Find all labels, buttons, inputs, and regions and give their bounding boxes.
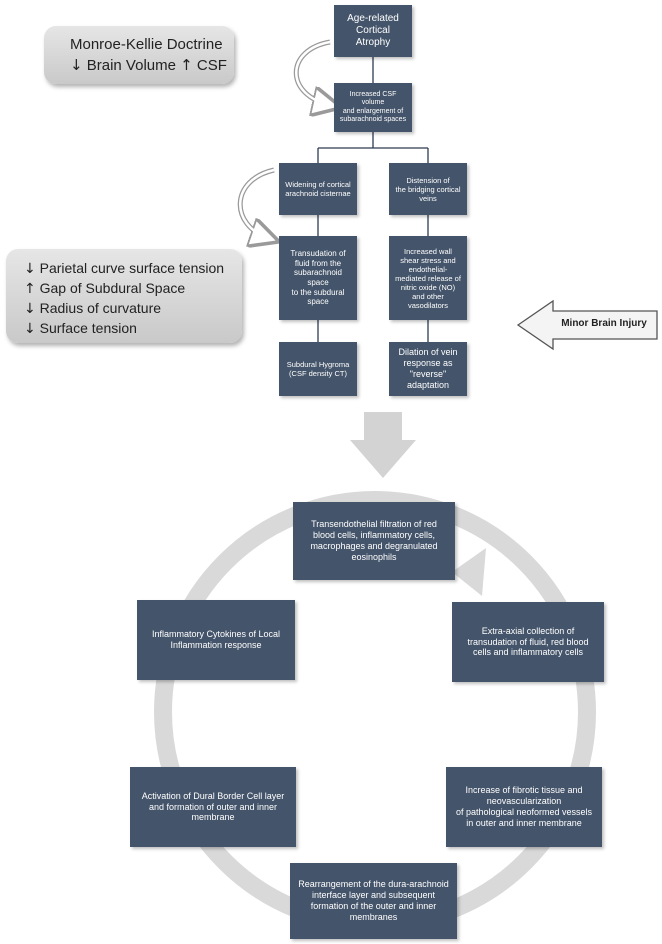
curved-arrow-upper bbox=[293, 39, 330, 105]
brain-volume-label: Brain Volume bbox=[86, 57, 176, 74]
tension-item: ↓ Radius of curvature bbox=[24, 300, 162, 317]
down-arrow-icon: ↓ bbox=[70, 56, 83, 74]
up-arrow-icon: ↑ bbox=[180, 56, 193, 74]
csf-label: CSF bbox=[196, 57, 227, 74]
down-arrow-icon: ↓ bbox=[24, 321, 36, 337]
box-csf-volume: Increased CSF volume and enlargement of … bbox=[334, 83, 412, 132]
box-subdural-hygroma: Subdural Hygroma (CSF density CT) bbox=[279, 342, 357, 396]
cycle-arrowhead bbox=[452, 548, 486, 596]
tension-item: ↓ Surface tension bbox=[24, 320, 137, 337]
up-arrow-icon: ↑ bbox=[24, 281, 36, 297]
flow-connectors bbox=[317, 57, 429, 342]
cycle-box-cytokines: Inflammatory Cytokines of Local Inflamma… bbox=[137, 600, 295, 680]
tension-item: ↓ Parietal curve surface tension bbox=[24, 260, 225, 277]
tension-item: ↑ Gap of Subdural Space bbox=[24, 280, 186, 297]
big-down-arrow bbox=[350, 412, 416, 478]
tension-list: ↓ Parietal curve surface tension ↑ Gap o… bbox=[24, 259, 224, 339]
box-distension-veins: Distension of the bridging cortical vein… bbox=[389, 163, 467, 215]
cycle-box-extra-axial: Extra-axial collection of transudation o… bbox=[452, 602, 604, 682]
box-vein-dilation: Dilation of vein response as "reverse" a… bbox=[389, 342, 467, 396]
down-arrow-icon: ↓ bbox=[24, 261, 36, 277]
box-wall-stress: Increased wall shear stress and endothel… bbox=[389, 236, 467, 320]
cycle-box-rearrangement: Rearrangement of the dura-arachnoid inte… bbox=[290, 863, 457, 939]
curved-arrow-lower bbox=[237, 167, 274, 238]
box-widening-cisternae: Widening of cortical arachnoid cisternae bbox=[279, 163, 357, 215]
minor-injury-arrow bbox=[516, 299, 658, 351]
cycle-box-fibrotic: Increase of fibrotic tissue and neovascu… bbox=[446, 767, 602, 847]
down-arrow-icon: ↓ bbox=[24, 301, 36, 317]
cycle-box-filtration: Transendothelial filtration of red blood… bbox=[293, 502, 455, 580]
box-cortical-atrophy: Age-related Cortical Atrophy bbox=[334, 5, 412, 57]
cycle-box-dural-border: Activation of Dural Border Cell layer an… bbox=[130, 767, 296, 847]
minor-injury-label: Minor Brain Injury bbox=[561, 318, 647, 329]
monroe-kellie-title: Monroe-Kellie Doctrine bbox=[70, 36, 223, 53]
monroe-kellie-panel: Monroe-Kellie Doctrine ↓ Brain Volume ↑ … bbox=[44, 26, 234, 84]
tension-panel: ↓ Parietal curve surface tension ↑ Gap o… bbox=[6, 249, 242, 343]
monroe-kellie-subtitle: ↓ Brain Volume ↑ CSF bbox=[70, 56, 227, 74]
box-transudation: Transudation of fluid from the subarachn… bbox=[279, 236, 357, 320]
